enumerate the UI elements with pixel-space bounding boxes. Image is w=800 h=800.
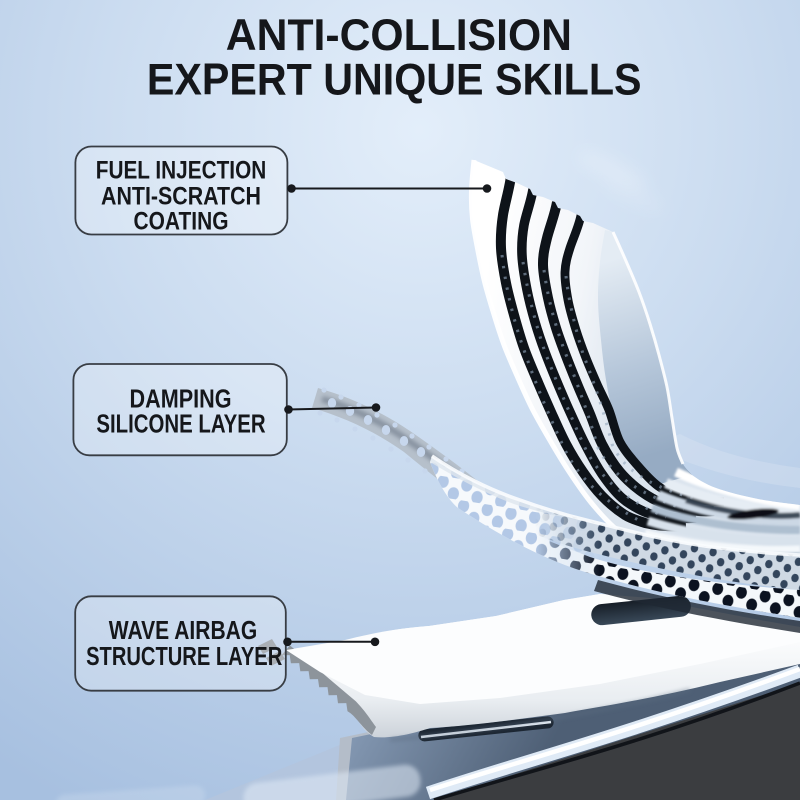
svg-text:COATING: COATING: [134, 207, 229, 235]
svg-text:STRUCTURE LAYER: STRUCTURE LAYER: [86, 643, 282, 671]
svg-text:SILICONE LAYER: SILICONE LAYER: [96, 411, 265, 439]
svg-text:EXPERT UNIQUE SKILLS: EXPERT UNIQUE SKILLS: [147, 55, 642, 104]
svg-text:ANTI-COLLISION: ANTI-COLLISION: [226, 11, 572, 60]
svg-text:WAVE AIRBAG: WAVE AIRBAG: [109, 617, 257, 645]
svg-text:ANTI-SCRATCH: ANTI-SCRATCH: [101, 182, 261, 210]
svg-text:DAMPING: DAMPING: [130, 386, 232, 414]
svg-text:FUEL INJECTION: FUEL INJECTION: [96, 156, 267, 184]
